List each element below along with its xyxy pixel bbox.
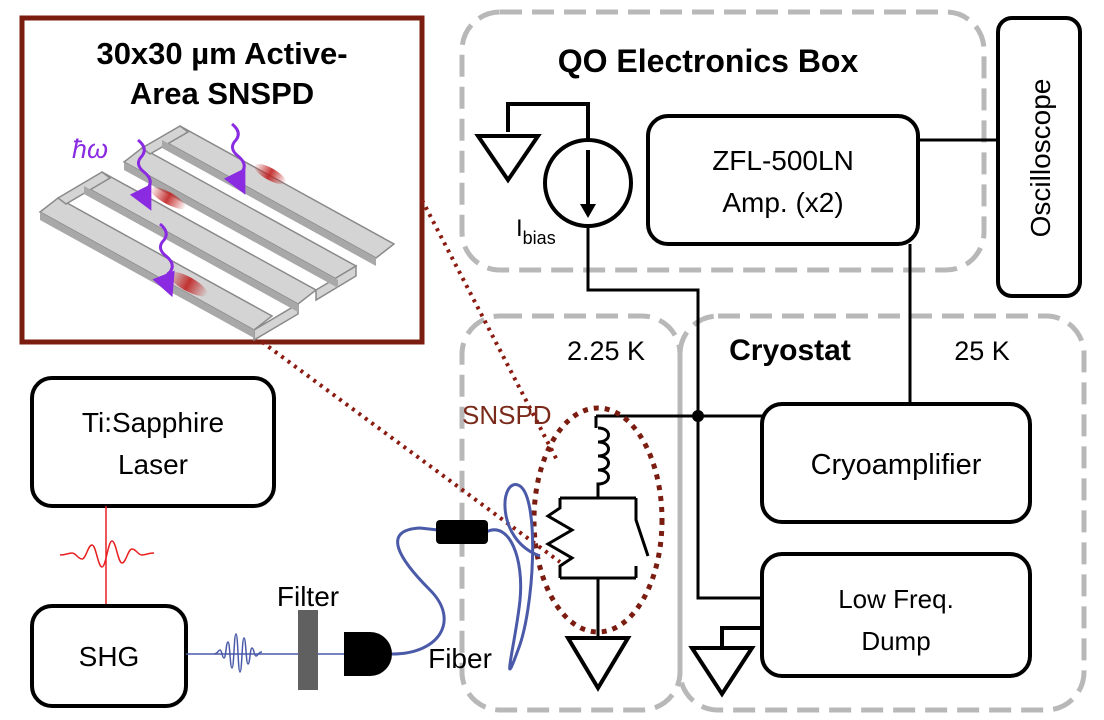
warm-stage-temperature: 25 K [954,336,1010,366]
zoom-line-lower [260,340,562,564]
filter-label: Filter [277,581,339,612]
laser-box[interactable] [30,376,276,508]
laser-label-line2: Laser [118,449,188,480]
cryostat-title: Cryostat [729,334,851,367]
photon-energy-label: ħω [72,134,108,164]
cryostat-warm-stage-outline [677,313,1087,713]
amplifier-box[interactable] [646,114,920,246]
bias-current-label: Ibias [516,215,556,248]
low-freq-dump-line2: Dump [861,626,930,656]
current-source-symbol [543,138,633,228]
electronics-box-title: QO Electronics Box [558,43,859,79]
zoom-line-upper [420,199,560,463]
cryoamplifier-label: Cryoamplifier [811,449,982,481]
snspd-circuit [545,426,650,636]
shg-label: SHG [79,641,140,672]
snspd-label: SNSPD [462,400,552,430]
low-freq-dump-box[interactable] [760,552,1032,678]
amplifier-label-line1: ZFL-500LN [712,145,854,176]
inset-title-line1: 30x30 µm Active- [96,36,347,71]
low-freq-dump-line1: Low Freq. [838,584,954,614]
bias-ground-symbol [474,102,590,184]
oscilloscope-box[interactable] [996,16,1082,298]
laser-label-line1: Ti:Sapphire [82,407,224,438]
inset-title-line2: Area SNSPD [130,76,314,111]
snspd-ground-symbol [564,636,632,692]
fiber-connector [436,520,488,544]
wiring [586,138,998,600]
dump-ground-symbol [688,626,762,698]
cryostat-cold-stage-outline [459,313,683,713]
junction-node [692,410,704,422]
blue-beam [186,633,350,673]
shg-box[interactable] [30,604,188,708]
oscilloscope-label: Oscilloscope [1025,79,1056,238]
red-pulse [59,506,155,604]
fiber-coupler [344,632,392,676]
amplifier-label-line2: Amp. (x2) [722,187,843,218]
cold-stage-temperature: 2.25 K [567,336,645,366]
filter-element [298,610,318,690]
fiber-cable [391,483,541,671]
snspd-outline [531,405,665,635]
cryoamplifier-box[interactable] [760,402,1032,524]
photon-arrows [129,122,246,298]
fiber-label: Fiber [428,643,492,674]
